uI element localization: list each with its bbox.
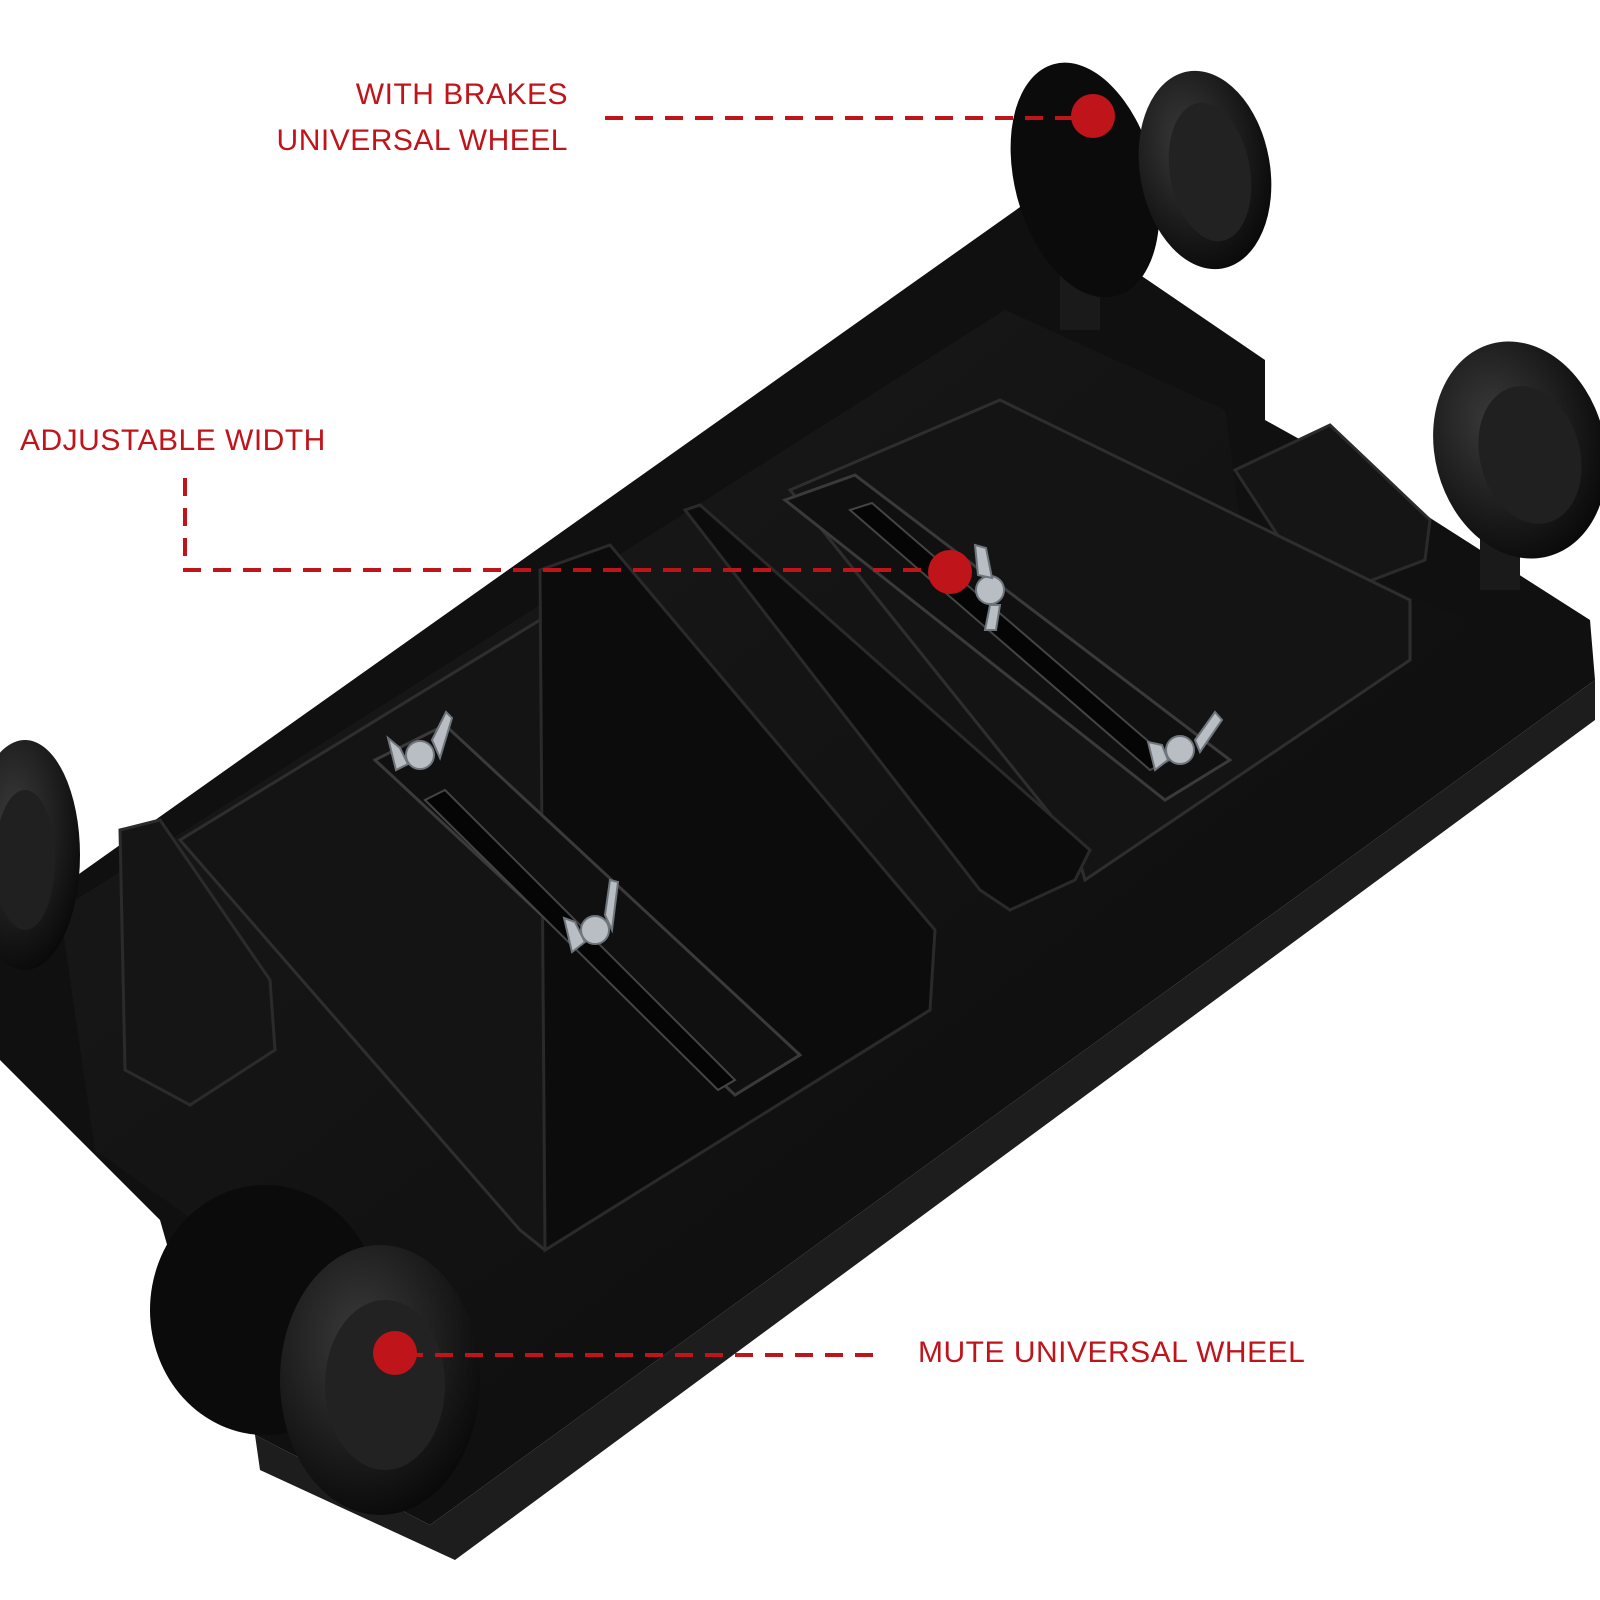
dot-mute [373, 1331, 417, 1375]
callout-dots [373, 94, 1115, 1375]
dot-brakes [1071, 94, 1115, 138]
wing-nut-icon [386, 710, 454, 772]
wing-nut-icon [973, 543, 1005, 631]
callout-adjustable-label: ADJUSTABLE WIDTH [20, 424, 326, 457]
dot-adjustable [928, 550, 972, 594]
caster-wheel-left [0, 740, 80, 970]
caster-wheel-right [1433, 341, 1600, 590]
caster-wheel-top [1010, 62, 1272, 330]
center-rail-a [538, 543, 937, 1253]
callout-mute-label: MUTE UNIVERSAL WHEEL [918, 1336, 1306, 1369]
leader-adjustable [183, 478, 950, 572]
callout-brakes-line1: WITH BRAKES [355, 78, 568, 111]
wing-nuts [386, 543, 1224, 954]
callout-leaders [183, 116, 1075, 1357]
end-pocket-left [118, 818, 277, 1107]
wing-nut-icon [562, 878, 620, 954]
callout-brakes-label: WITH BRAKES UNIVERSAL WHEEL [277, 72, 568, 164]
caster-wheel-bottom [150, 1185, 480, 1515]
center-rail-b [682, 503, 1092, 912]
wing-nut-icon [1146, 710, 1224, 772]
callout-brakes-line2: UNIVERSAL WHEEL [276, 124, 568, 157]
